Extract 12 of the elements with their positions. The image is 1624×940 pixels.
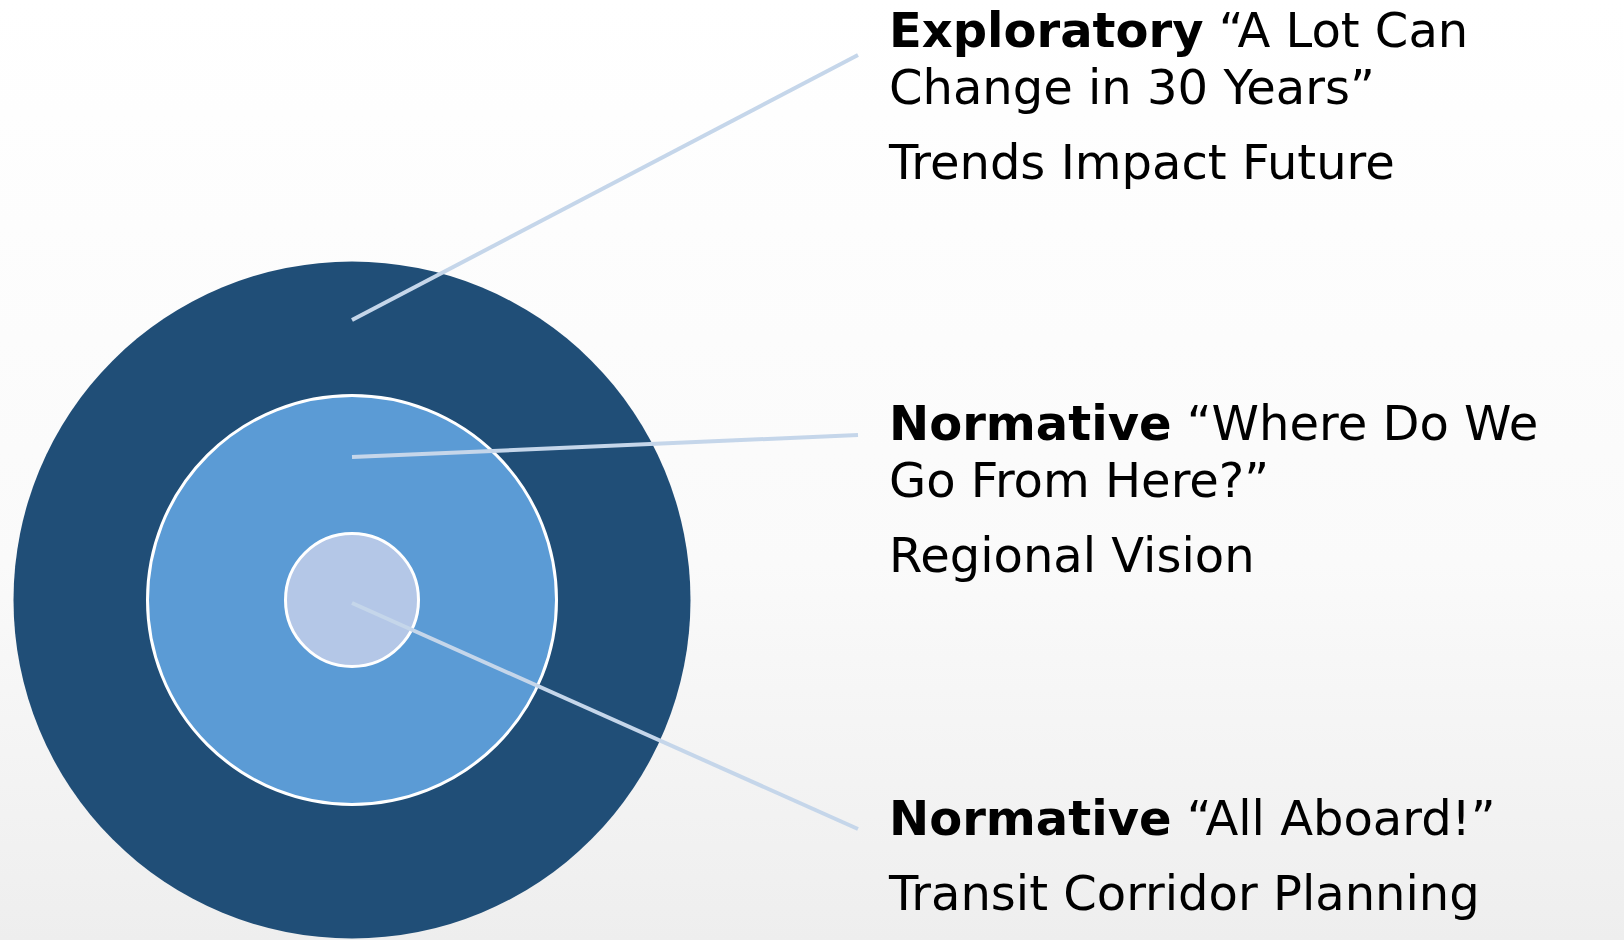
circle-ring xyxy=(146,394,558,806)
leader-line xyxy=(351,601,859,831)
label-heading: Exploratory “A Lot Can Change in 30 Years” xyxy=(889,2,1470,116)
leader-line xyxy=(351,433,859,459)
leader-line xyxy=(351,53,859,322)
label-text: Regional Vision xyxy=(889,527,1256,584)
circle-ring xyxy=(12,260,692,940)
label-text: Transit Corridor Planning xyxy=(889,865,1481,922)
label-text: Trends Impact Future xyxy=(889,134,1396,191)
circle-ring xyxy=(284,532,420,668)
label-heading: Normative “Where Do We Go From Here?” xyxy=(889,395,1540,509)
label-heading: Normative “All Aboard!” xyxy=(889,790,1497,847)
